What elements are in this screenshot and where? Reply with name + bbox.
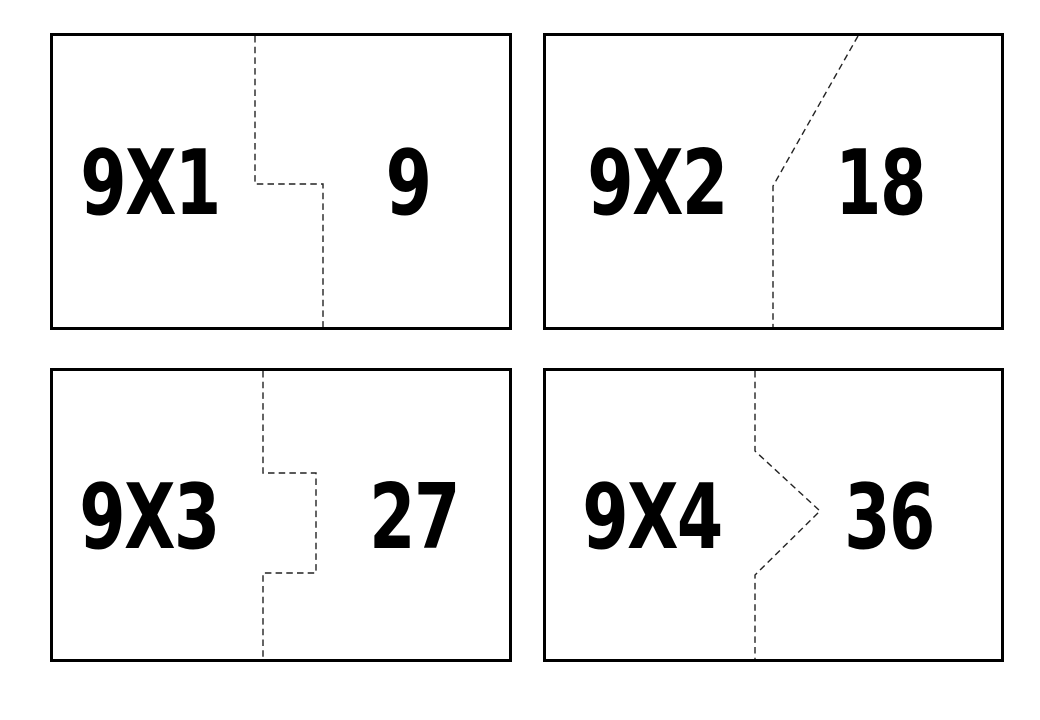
cut-line-step <box>254 36 324 327</box>
answer-text: 27 <box>369 464 460 570</box>
flashcard-9x2: 9X2 18 <box>543 33 1004 330</box>
answer-text: 36 <box>843 464 935 570</box>
answer-text: 18 <box>834 131 926 237</box>
problem-text: 9X1 <box>79 131 221 237</box>
problem-text: 9X2 <box>586 131 728 237</box>
cut-line-tab <box>262 371 317 659</box>
cut-line-diagonal <box>772 36 859 327</box>
problem-text: 9X4 <box>581 464 723 570</box>
flashcard-9x4: 9X4 36 <box>543 368 1004 662</box>
flashcard-9x3: 9X3 27 <box>50 368 512 662</box>
answer-text: 9 <box>385 131 432 237</box>
flashcard-9x1: 9X1 9 <box>50 33 512 330</box>
flashcard-grid: 9X1 9 9X2 18 9X3 27 9X4 36 <box>50 33 1004 662</box>
problem-text: 9X3 <box>78 464 220 570</box>
